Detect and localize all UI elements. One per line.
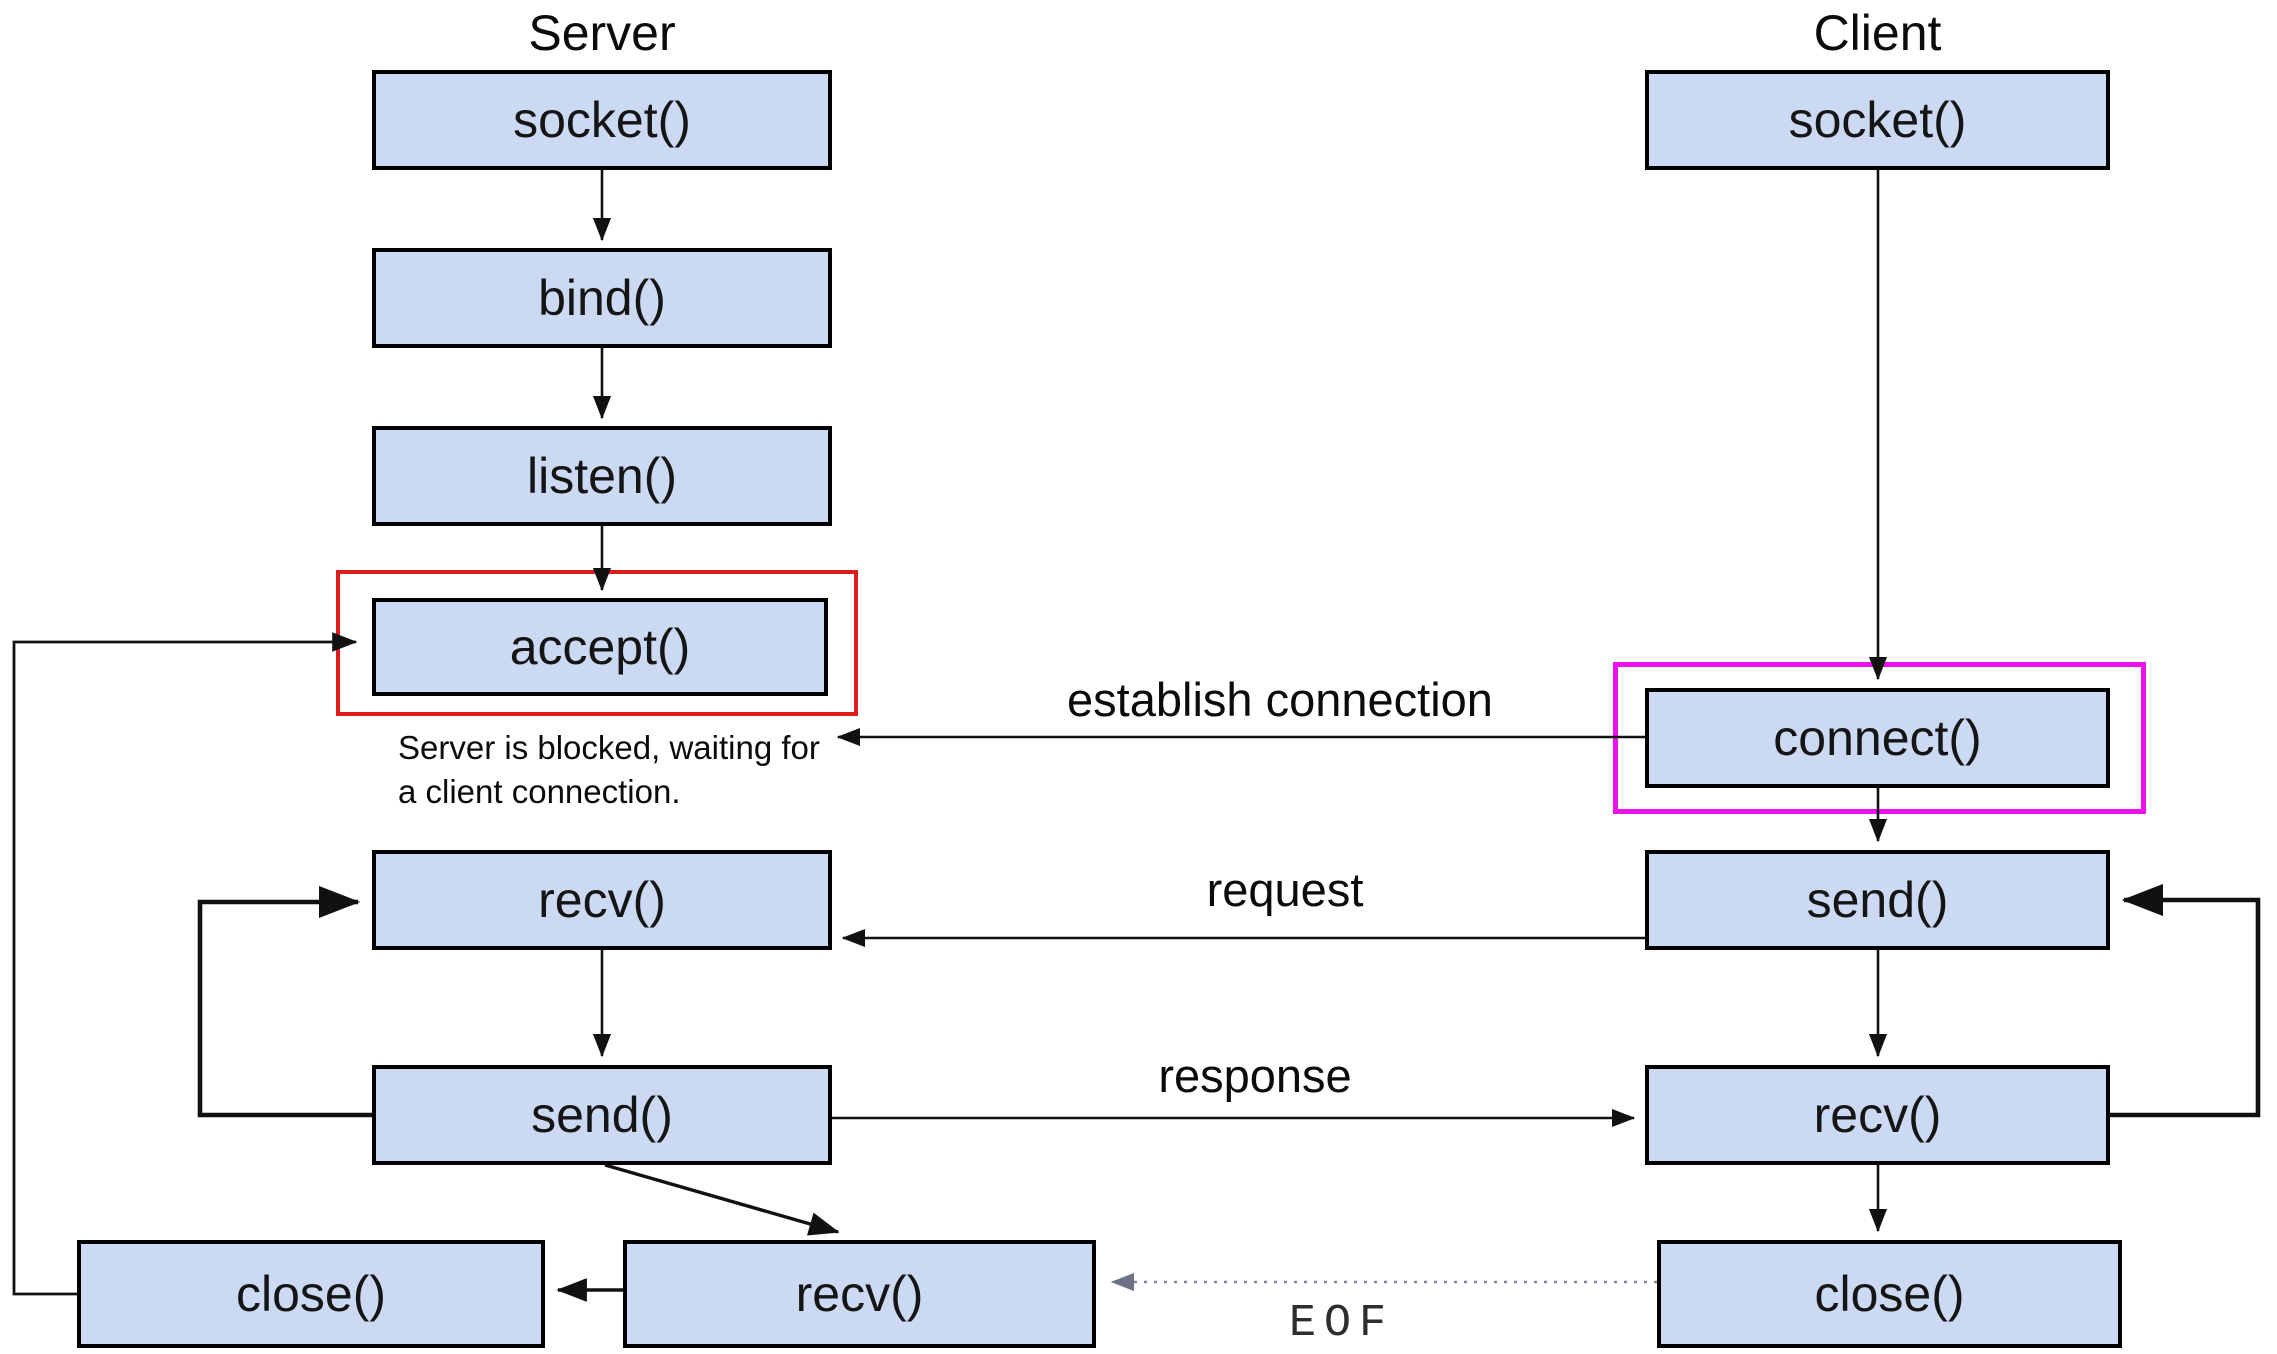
server-send-box: send() [372,1065,832,1165]
client-connect-box: connect() [1645,688,2110,788]
loop-client-recv-to-send [2110,883,2261,1118]
flow-label-response: response [1158,1049,1352,1102]
loop-server-send-to-recv [197,885,372,1118]
accept-blocked-annotation-line2: a client connection. [398,773,681,810]
flow-label-establish-connection: establish connection [1067,673,1493,726]
client-send-box: send() [1645,850,2110,950]
client-close-box: close() [1657,1240,2122,1348]
server-socket-box: socket() [372,70,832,170]
accept-blocked-annotation: Server is blocked, waiting for a client … [398,726,820,814]
accept-blocked-annotation-line1: Server is blocked, waiting for [398,729,820,766]
loop-server-close-to-accept [12,632,358,1296]
server-listen-box: listen() [372,426,832,526]
server-close-box: close() [77,1240,545,1348]
flow-label-request: request [1206,863,1364,916]
arrow-server-send-to-recv-eof [604,1163,840,1236]
flow-label-eof: EOF [1289,1298,1395,1349]
server-accept-box: accept() [372,598,828,696]
client-column-title: Client [1813,5,1942,61]
client-socket-box: socket() [1645,70,2110,170]
server-recv-eof-box: recv() [623,1240,1096,1348]
server-recv-box: recv() [372,850,832,950]
server-bind-box: bind() [372,248,832,348]
server-column-title: Server [528,5,676,61]
client-recv-box: recv() [1645,1065,2110,1165]
